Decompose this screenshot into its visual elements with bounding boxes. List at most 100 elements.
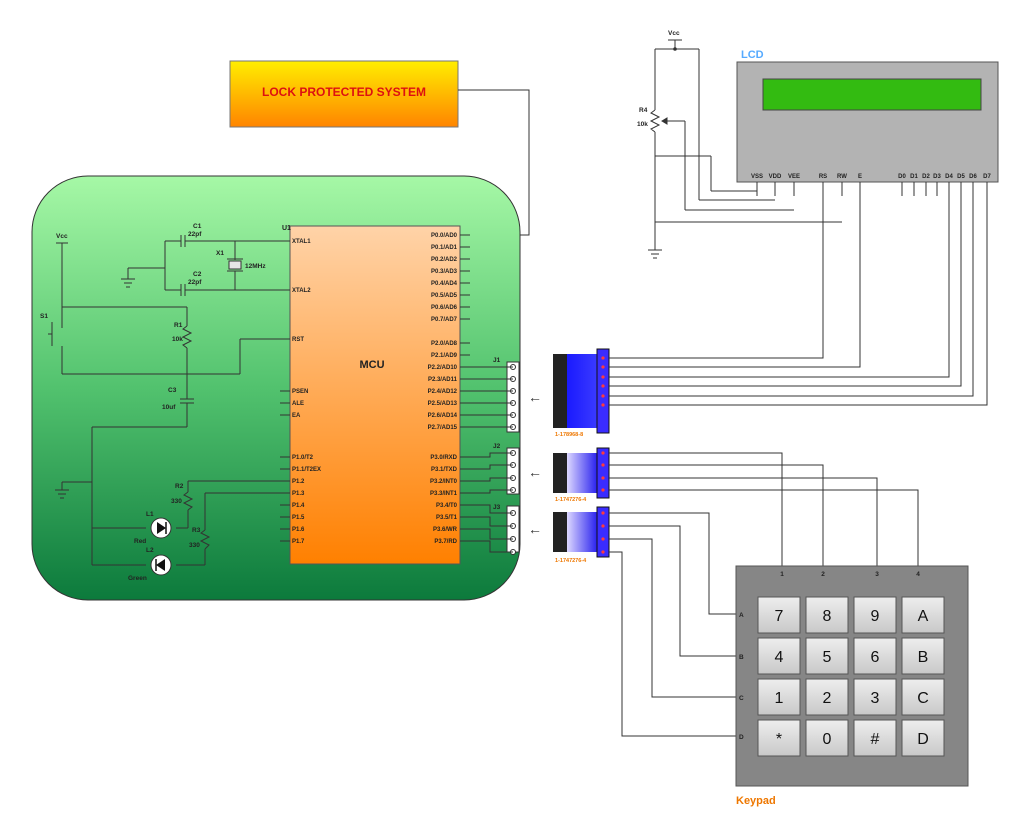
mcu-pin-label: P2.5/AD13 [428,401,458,407]
plug-pin [601,463,605,467]
keypad-key[interactable] [901,719,945,757]
mcu-label: MCU [359,359,384,371]
j1-label: J1 [493,357,501,364]
l2-val: Green [128,575,147,582]
s1-label: S1 [40,313,48,320]
keypad-key-label: A [918,608,929,625]
plug-pin [601,356,605,360]
signal-wiring [470,182,988,737]
lcd-label: LCD [741,49,764,61]
plug-pin [601,384,605,388]
mcu-pin-label: P1.5 [292,515,305,521]
c1-ref: C1 [193,223,202,230]
mcu-pin-label: P1.6 [292,527,305,533]
keypad-key[interactable] [757,596,801,634]
keypad-key[interactable] [757,719,801,757]
plug-pin [601,403,605,407]
mcu-right-pins: P0.0/AD0P0.1/AD1P0.2/AD2P0.3/AD3P0.4/AD4… [428,233,470,545]
keypad-key-label: 7 [775,608,784,625]
vcc-top-label: Vcc [668,30,680,37]
led-red [150,517,172,539]
l1-ref: L1 [146,511,154,518]
keypad-row-label: D [739,734,744,741]
keypad-key-label: # [871,731,880,748]
r4-val: 10k [637,121,648,128]
keypad-row-label: B [739,654,744,661]
keypad-key-label: 8 [823,608,832,625]
keypad-key[interactable] [805,719,849,757]
mcu-pin-label: P0.4/AD4 [431,281,458,287]
keypad-key[interactable] [901,678,945,716]
keypad-key[interactable] [853,637,897,675]
lcd-power-labels: Vcc R4 10k [637,30,680,128]
lcd-pin-label: D5 [957,174,965,180]
keypad-key-label: B [918,649,929,666]
mcu-pin-label: P2.7/AD15 [428,425,458,431]
mcu-left-pins: XTAL1XTAL2RSTPSENALEEAP1.0/T2P1.1/T2EXP1… [280,239,321,545]
mcu-pin-label: P3.3/INT1 [430,491,458,497]
l2-ref: L2 [146,547,154,554]
lcd-power-wiring [648,39,842,259]
keypad-row-label: A [739,612,744,619]
keypad-key-label: 1 [775,690,784,707]
mcu-pin-label: P2.6/AD14 [428,413,458,419]
keypad-key[interactable] [853,596,897,634]
keypad-key-label: 4 [775,649,784,666]
mcu-pin-label: P2.2/AD10 [428,365,458,371]
keypad-key[interactable] [901,637,945,675]
keypad-key[interactable] [757,678,801,716]
c2-ref: C2 [193,271,202,278]
mcu-pin-label: P1.2 [292,479,305,485]
mcu-pin-label: EA [292,413,301,419]
c1-val: 22pf [188,231,202,238]
lcd-pin-label: VDD [769,174,782,180]
r4-ref: R4 [639,107,648,114]
mcu-pin-label: P0.3/AD3 [431,269,458,275]
keypad-key[interactable] [853,678,897,716]
lcd-pin-label: D4 [945,174,953,180]
mcu-pin-label: XTAL2 [292,288,311,294]
c2-val: 22pf [188,279,202,286]
keypad-label: Keypad [736,795,776,807]
plug-pin [601,375,605,379]
mating-arrows: ← ← ← [528,389,542,537]
lcd-pin-label: VSS [751,174,763,180]
vcc-left-label: Vcc [56,233,68,240]
plug-pin [601,511,605,515]
j3-label: J3 [493,504,501,511]
plug-1-label: 1-178968-8 [555,432,583,438]
title-box: LOCK PROTECTED SYSTEM [229,60,459,128]
r3-ref: R3 [192,527,201,534]
keypad-col-label: 1 [780,571,784,578]
r2-val: 330 [171,498,182,505]
keypad-col-label: 2 [821,571,825,578]
plug-2-label: 1-1747276-4 [555,497,587,503]
keypad-key[interactable] [805,596,849,634]
keypad-key[interactable] [805,678,849,716]
keypad-key-label: C [917,690,929,707]
plug-pin [601,488,605,492]
mcu-pin-label: P2.3/AD11 [428,377,458,383]
mcu-pin-label: P2.4/AD12 [428,389,458,395]
keypad-key[interactable] [805,637,849,675]
led-green [150,554,172,576]
lcd-pin-label: E [858,174,862,180]
mcu-pin-label: P3.6/WR [433,527,458,533]
keypad-key[interactable] [757,637,801,675]
mcu-pin-label: P2.0/AD8 [431,341,458,347]
j2-label: J2 [493,443,501,450]
lcd-pin-label: D1 [910,174,918,180]
component-labels: Vcc S1 C1 22pf C2 22pf X1 12MHz R1 10k C… [40,223,266,582]
keypad-key[interactable] [853,719,897,757]
mcu-pin-label: P3.4/T0 [436,503,458,509]
mcu-pin-label: PSEN [292,389,308,395]
keypad-key[interactable] [901,596,945,634]
c3-val: 10uf [162,404,176,411]
mcu-chip: U1 MCU XTAL1XTAL2RSTPSENALEEAP1.0/T2P1.1… [280,225,470,565]
mcu-pin-label: P0.6/AD6 [431,305,458,311]
lcd-pin-label: D2 [922,174,930,180]
keypad-key-label: 6 [871,649,880,666]
mcu-pin-label: P1.7 [292,539,305,545]
